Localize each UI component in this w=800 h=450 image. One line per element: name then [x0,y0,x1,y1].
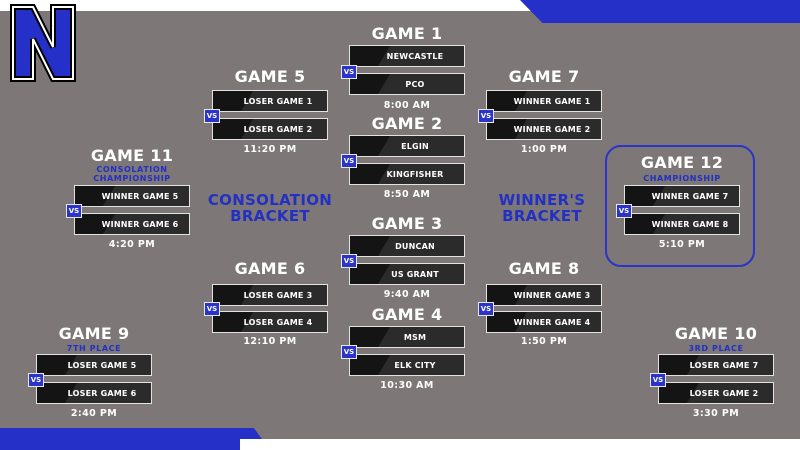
team-name: PCO [405,79,425,89]
team-slot-2[interactable]: LOSER GAME 2 [658,382,774,404]
team-name: WINNER GAME 2 [513,124,591,134]
team-slot-2[interactable]: WINNER GAME 2 [486,118,602,140]
game-subtitle: CONSOLATION CHAMPIONSHIP [93,165,171,183]
team-slot-1[interactable]: MSM [349,326,465,348]
vs-badge: VS [341,345,357,359]
team-slot-1[interactable]: ELGIN [349,135,465,157]
team-name: WINNER GAME 3 [513,290,591,300]
vs-badge: VS [478,302,494,316]
vs-badge: VS [66,204,82,218]
bottom-white-stripe [240,439,800,450]
vs-badge: VS [204,302,220,316]
game-title: GAME 11 [90,146,174,165]
team-name: LOSER GAME 2 [689,388,759,398]
team-slot-2[interactable]: LOSER GAME 6 [36,382,152,404]
vs-badge: VS [341,154,357,168]
team-name: LOSER GAME 4 [243,317,313,327]
game-time: 8:00 AM [383,100,431,111]
game-time: 2:40 PM [70,408,118,419]
game-time: 9:40 AM [383,289,431,300]
team-name: US GRANT [391,269,439,279]
vs-badge: VS [341,65,357,79]
vs-badge: VS [478,109,494,123]
team-slot-1[interactable]: NEWCASTLE [349,45,465,67]
team-name: LOSER GAME 2 [243,124,313,134]
team-slot-1[interactable]: DUNCAN [349,235,465,257]
game-title: GAME 1 [371,24,443,43]
game-subtitle: 7TH PLACE [66,344,122,353]
bottom-blue-stripe [0,428,270,450]
game-title: GAME 7 [508,67,580,86]
game-title: GAME 9 [58,324,130,343]
team-slot-2[interactable]: PCO [349,73,465,95]
team-slot-1[interactable]: LOSER GAME 1 [212,90,328,112]
team-name: WINNER GAME 7 [651,191,729,201]
game-time: 10:30 AM [380,380,434,391]
vs-badge: VS [204,109,220,123]
team-slot-2[interactable]: US GRANT [349,263,465,285]
game-title: GAME 6 [234,259,306,278]
championship-frame [605,145,755,267]
team-slot-1[interactable]: WINNER GAME 5 [74,185,190,207]
team-name: LOSER GAME 1 [243,96,313,106]
team-slot-1[interactable]: LOSER GAME 5 [36,354,152,376]
winners-bracket-label: WINNER'S BRACKET [498,191,586,225]
team-name: LOSER GAME 3 [243,290,313,300]
vs-badge: VS [341,254,357,268]
team-slot-2[interactable]: WINNER GAME 4 [486,311,602,333]
team-slot-1[interactable]: WINNER GAME 3 [486,284,602,306]
game-title: GAME 5 [234,67,306,86]
team-name: KINGFISHER [386,169,444,179]
game-title: GAME 3 [371,214,443,233]
vs-badge: VS [616,204,632,218]
team-name: LOSER GAME 7 [689,360,759,370]
game-subtitle: CHAMPIONSHIP [643,174,721,183]
team-name: MSM [403,332,427,342]
top-white-stripe [0,0,540,11]
team-name: WINNER GAME 1 [513,96,591,106]
team-slot-1[interactable]: WINNER GAME 1 [486,90,602,112]
game-time: 4:20 PM [108,239,156,250]
game-time: 1:00 PM [520,144,568,155]
game-time: 1:50 PM [520,336,568,347]
team-name: WINNER GAME 5 [101,191,179,201]
game-title: GAME 12 [640,153,724,172]
game-title: GAME 10 [674,324,758,343]
team-name: ELGIN [401,141,429,151]
team-slot-2[interactable]: ELK CITY [349,354,465,376]
team-name: WINNER GAME 8 [651,219,729,229]
team-slot-2[interactable]: WINNER GAME 8 [624,213,740,235]
vs-badge: VS [650,373,666,387]
team-name: DUNCAN [395,241,435,251]
game-title: GAME 4 [371,305,443,324]
game-time: 12:10 PM [243,336,297,347]
top-blue-stripe [520,0,800,23]
game-subtitle: 3RD PLACE [688,344,744,353]
team-name: NEWCASTLE [386,51,444,61]
game-time: 5:10 PM [658,239,706,250]
team-slot-2[interactable]: LOSER GAME 2 [212,118,328,140]
team-name: WINNER GAME 6 [101,219,179,229]
game-time: 11:20 PM [243,144,297,155]
consolation-bracket-label: CONSOLATION BRACKET [207,191,333,225]
team-logo: N [10,4,76,82]
game-time: 3:30 PM [692,408,740,419]
team-slot-1[interactable]: LOSER GAME 3 [212,284,328,306]
vs-badge: VS [28,373,44,387]
team-slot-1[interactable]: WINNER GAME 7 [624,185,740,207]
game-title: GAME 8 [508,259,580,278]
game-title: GAME 2 [371,114,443,133]
team-name: LOSER GAME 5 [67,360,137,370]
team-slot-2[interactable]: KINGFISHER [349,163,465,185]
team-name: LOSER GAME 6 [67,388,137,398]
team-slot-2[interactable]: WINNER GAME 6 [74,213,190,235]
team-slot-1[interactable]: LOSER GAME 7 [658,354,774,376]
team-slot-2[interactable]: LOSER GAME 4 [212,311,328,333]
game-time: 8:50 AM [383,189,431,200]
team-name: ELK CITY [394,360,436,370]
team-name: WINNER GAME 4 [513,317,591,327]
